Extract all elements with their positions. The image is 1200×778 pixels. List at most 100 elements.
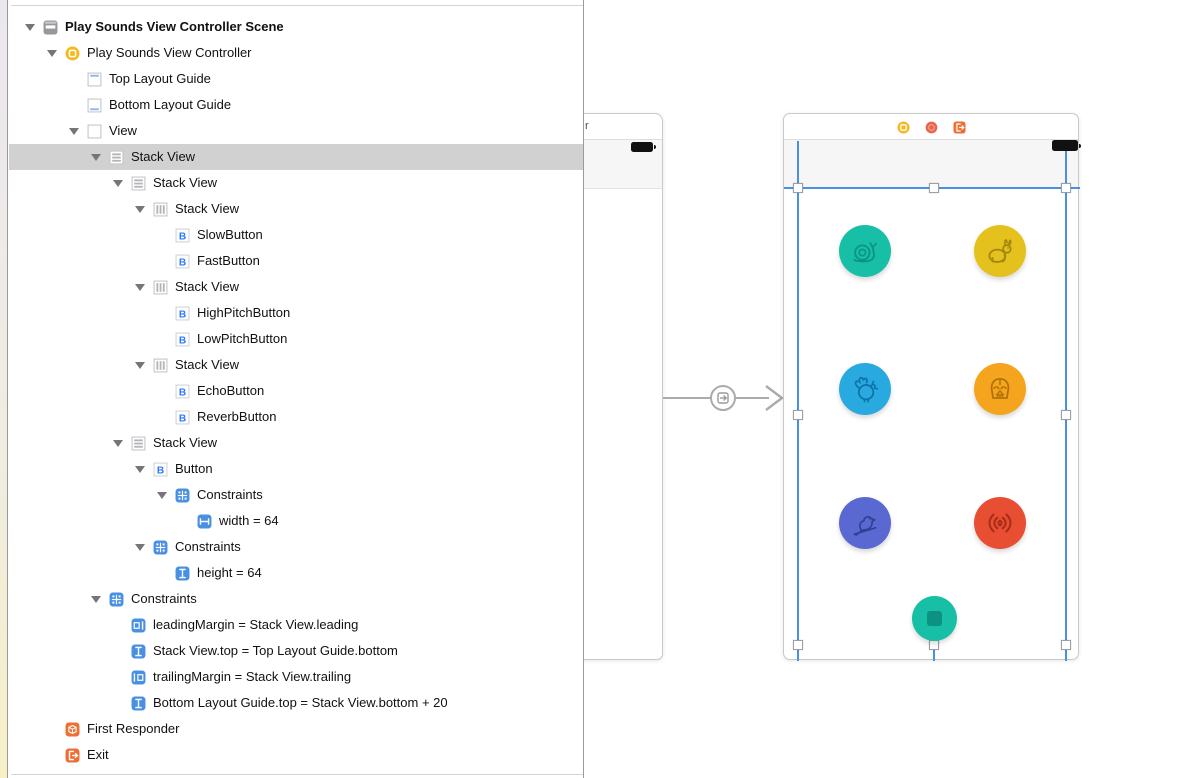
outline-row-label: Play Sounds View Controller Scene [65, 19, 284, 34]
status-bar-area [784, 140, 1078, 189]
reverb-button[interactable] [974, 497, 1026, 549]
outline-row-stack-view[interactable]: Stack View [9, 274, 583, 300]
outline-row-label: SlowButton [197, 227, 263, 242]
selection-handle[interactable] [1061, 410, 1071, 420]
constraint-width-icon [197, 514, 212, 529]
selection-handle[interactable] [793, 640, 803, 650]
outline-row-height-64[interactable]: height = 64 [9, 560, 583, 586]
button-icon: B [153, 462, 168, 477]
outline-row-constraints[interactable]: Constraints [9, 586, 583, 612]
selection-handle[interactable] [1061, 640, 1071, 650]
storyboard-scene-icon [43, 20, 58, 35]
outline-row-stack-view[interactable]: Stack View [9, 352, 583, 378]
outline-row-stack-view[interactable]: Stack View [9, 144, 583, 170]
disclosure-triangle-icon[interactable] [91, 153, 101, 161]
outline-row-label: Constraints [131, 591, 197, 606]
play-sounds-view-controller-scene[interactable] [783, 113, 1080, 661]
disclosure-triangle-icon[interactable] [25, 23, 35, 31]
outline-row-stack-view[interactable]: Stack View [9, 170, 583, 196]
disclosure-triangle-icon[interactable] [135, 205, 145, 213]
stack-view-horizontal-icon [153, 280, 168, 295]
outline-row-label: Play Sounds View Controller [87, 45, 252, 60]
outline-row-label: trailingMargin = Stack View.trailing [153, 669, 352, 684]
svg-text:B: B [179, 231, 186, 242]
outline-row-label: Stack View [131, 149, 196, 164]
disclosure-triangle-icon[interactable] [69, 127, 79, 135]
outline-row-exit[interactable]: Exit [9, 742, 583, 768]
outline-row-label: Stack View [153, 435, 218, 450]
chicken-icon [854, 376, 879, 403]
echo-button[interactable] [839, 497, 891, 549]
outline-row-label: EchoButton [197, 383, 265, 398]
outline-row-top-layout-guide[interactable]: Top Layout Guide [9, 66, 583, 92]
outline-row-stack-view-top-top-layout-guide-bottom[interactable]: Stack View.top = Top Layout Guide.bottom [9, 638, 583, 664]
selection-handle[interactable] [793, 183, 803, 193]
disclosure-triangle-icon[interactable] [157, 491, 167, 499]
disclosure-triangle-icon[interactable] [135, 283, 145, 291]
outline-row-bottom-layout-guide-top-stack-view-bottom-20[interactable]: Bottom Layout Guide.top = Stack View.bot… [9, 690, 583, 716]
stack-view-horizontal-icon [153, 358, 168, 373]
outline-row-width-64[interactable]: width = 64 [9, 508, 583, 534]
outline-row-play-sounds-view-controller[interactable]: Play Sounds View Controller [9, 40, 583, 66]
disclosure-triangle-icon[interactable] [135, 543, 145, 551]
dock-first-responder-icon[interactable] [925, 121, 938, 134]
outline-row-label: Stack View [175, 201, 240, 216]
disclosure-triangle-icon[interactable] [135, 465, 145, 473]
selection-guide-center-bottom [933, 650, 935, 661]
outline-row-label: View [109, 123, 137, 138]
fast-button[interactable] [974, 225, 1026, 277]
outline-row-constraints[interactable]: Constraints [9, 534, 583, 560]
outline-row-label: Stack View [153, 175, 218, 190]
outline-row-label: HighPitchButton [197, 305, 291, 320]
svg-text:B: B [179, 335, 186, 346]
outline-row-bottom-layout-guide[interactable]: Bottom Layout Guide [9, 92, 583, 118]
outline-row-echobutton[interactable]: B EchoButton [9, 378, 583, 404]
dock-view-controller-icon[interactable] [896, 120, 910, 134]
button-icon: B [175, 384, 190, 399]
disclosure-triangle-icon[interactable] [91, 595, 101, 603]
outline-row-first-responder[interactable]: First Responder [9, 716, 583, 742]
outline-row-stack-view[interactable]: Stack View [9, 196, 583, 222]
svg-text:B: B [179, 387, 186, 398]
outline-row-slowbutton[interactable]: B SlowButton [9, 222, 583, 248]
selection-handle[interactable] [1061, 183, 1071, 193]
outline-row-stack-view[interactable]: Stack View [9, 430, 583, 456]
outline-row-trailingmargin-stack-view-trailing[interactable]: trailingMargin = Stack View.trailing [9, 664, 583, 690]
slow-button[interactable] [839, 225, 891, 277]
outline-row-leadingmargin-stack-view-leading[interactable]: leadingMargin = Stack View.leading [9, 612, 583, 638]
selection-handle[interactable] [793, 410, 803, 420]
button-icon: B [175, 332, 190, 347]
outline-row-label: Stack View [175, 357, 240, 372]
battery-icon [1052, 140, 1078, 151]
constraints-icon [109, 592, 124, 607]
outline-row-label: Exit [87, 747, 109, 762]
outline-row-constraints[interactable]: Constraints [9, 482, 583, 508]
segue-badge[interactable] [710, 385, 736, 411]
high-pitch-button[interactable] [839, 363, 891, 415]
battery-icon [631, 142, 653, 152]
stack-view-vertical-icon [109, 150, 124, 165]
outline-row-play-sounds-view-controller-scene[interactable]: Play Sounds View Controller Scene [9, 14, 583, 40]
stack-view-horizontal-icon [153, 202, 168, 217]
low-pitch-button[interactable] [974, 363, 1026, 415]
outline-row-view[interactable]: View [9, 118, 583, 144]
disclosure-triangle-icon[interactable] [47, 49, 57, 57]
disclosure-triangle-icon[interactable] [113, 439, 123, 447]
disclosure-triangle-icon[interactable] [113, 179, 123, 187]
disclosure-triangle-icon[interactable] [135, 361, 145, 369]
selection-handle[interactable] [929, 183, 939, 193]
sound-waves-icon [988, 513, 1012, 533]
dock-exit-icon[interactable] [952, 120, 966, 134]
selection-handle[interactable] [929, 640, 939, 650]
outline-row-label: First Responder [87, 721, 180, 736]
top-layout-guide-icon [87, 72, 102, 87]
stop-button[interactable] [911, 595, 957, 641]
outline-row-label: Bottom Layout Guide.top = Stack View.bot… [153, 695, 448, 710]
